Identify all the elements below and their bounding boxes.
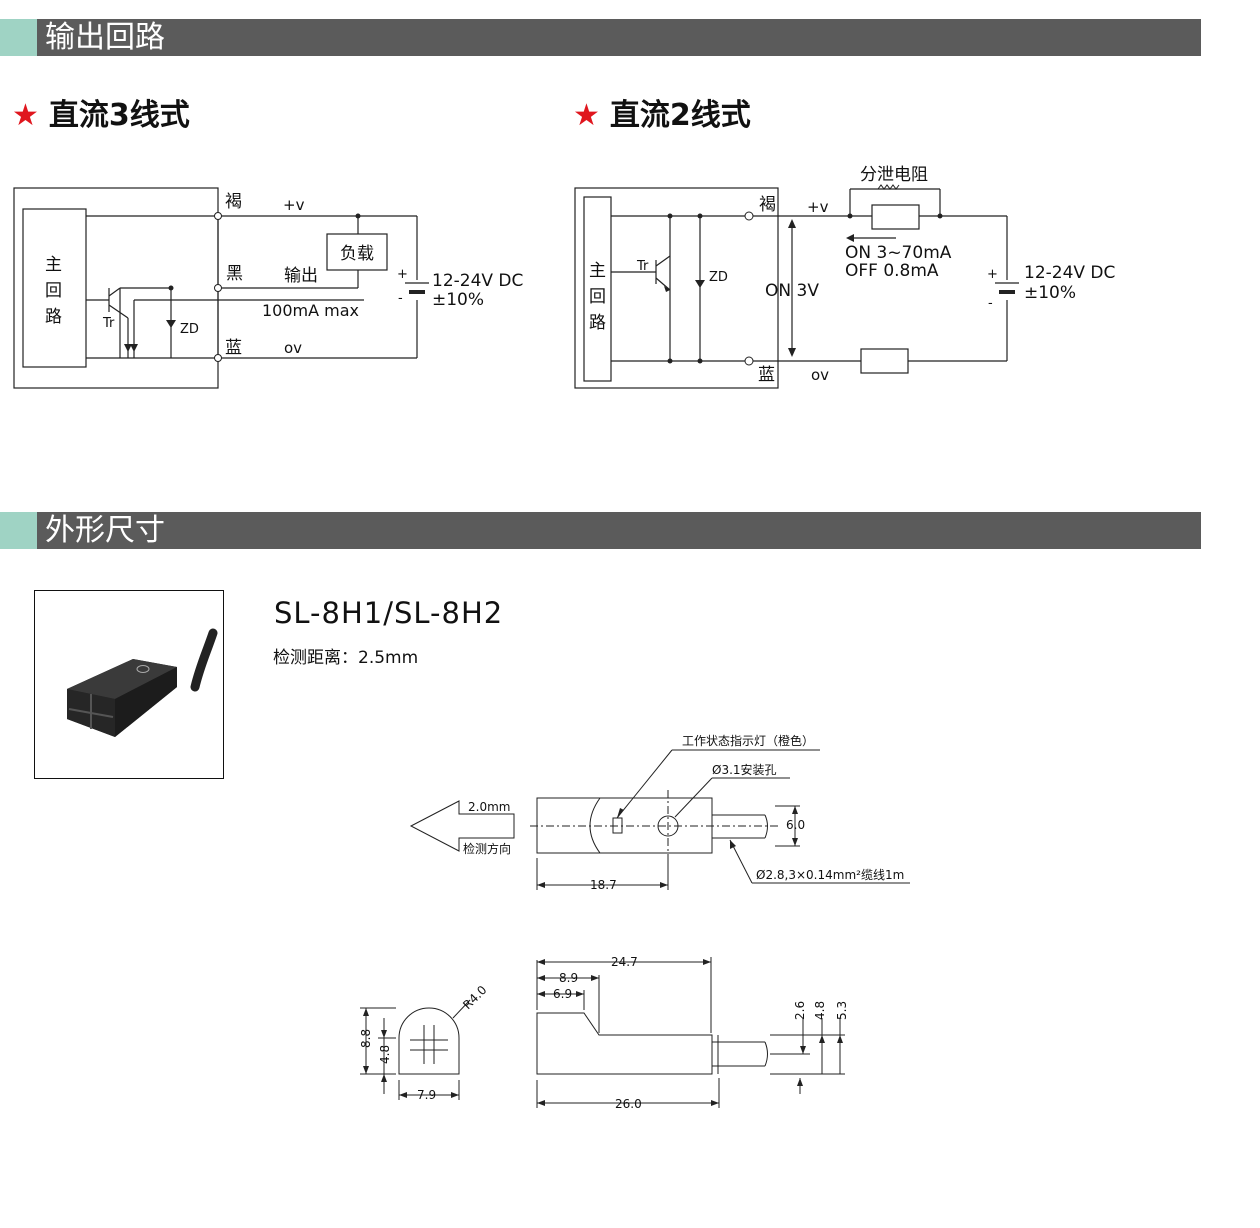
main-circuit-char: 主 bbox=[45, 255, 62, 275]
three-wire-nodes bbox=[124, 212, 361, 362]
subtitle-two-wire: ★ 直流2线式 bbox=[573, 90, 751, 134]
tolerance-label: ±10% bbox=[1024, 283, 1076, 303]
hole-label: Ø3.1安装孔 bbox=[712, 762, 777, 777]
dim-label: 2.6 bbox=[793, 1001, 807, 1020]
section-header-dimensions: 外形尺寸 bbox=[0, 512, 1201, 549]
main-circuit-char: 主 bbox=[589, 261, 606, 281]
tr-label: Tr bbox=[636, 259, 649, 274]
main-circuit-char: 路 bbox=[45, 307, 62, 327]
dim-label: 6.9 bbox=[553, 987, 572, 1001]
side-view-drawing bbox=[536, 957, 845, 1108]
off-current-label: OFF 0.8mA bbox=[845, 261, 939, 281]
dim-label: 5.3 bbox=[835, 1001, 849, 1020]
arrow-value-label: 2.0mm bbox=[468, 800, 510, 814]
wire-brown-label: 褐 bbox=[225, 192, 242, 212]
minus-label: - bbox=[398, 291, 403, 306]
wire-blue-label: 蓝 bbox=[758, 365, 775, 385]
arrow-label: 检测方向 bbox=[463, 841, 511, 856]
dim-label: 7.9 bbox=[417, 1088, 436, 1102]
two-wire-circuit bbox=[574, 184, 1019, 389]
dim-label: 4.8 bbox=[813, 1001, 827, 1020]
supply-label: 12-24V DC bbox=[432, 271, 523, 291]
two-wire-nodes bbox=[664, 211, 943, 366]
ov-label: ov bbox=[284, 339, 302, 357]
dim-label: R4.0 bbox=[460, 983, 489, 1012]
dim-label: 8.8 bbox=[359, 1029, 373, 1048]
top-view-drawing bbox=[409, 749, 910, 890]
shunt-resistor-label: 分泄电阻 bbox=[860, 165, 928, 185]
on-current-label: ON 3~70mA bbox=[845, 243, 952, 263]
main-circuit-char: 回 bbox=[45, 281, 62, 301]
supply-label: 12-24V DC bbox=[1024, 263, 1115, 283]
cable-label: Ø2.8,3×0.14mm²缆线1m bbox=[756, 868, 904, 882]
zd-label: ZD bbox=[709, 270, 728, 285]
plus-label: + bbox=[397, 267, 408, 282]
dim-label: 4.8 bbox=[378, 1045, 392, 1064]
dim-label: 8.9 bbox=[559, 971, 578, 985]
product-photo bbox=[34, 590, 224, 779]
wire-brown-label: 褐 bbox=[759, 195, 776, 215]
section-title: 外形尺寸 bbox=[45, 513, 165, 548]
dim-label: 24.7 bbox=[611, 955, 638, 969]
subtitle-three-wire: ★ 直流3线式 bbox=[12, 90, 190, 134]
zd-label: ZD bbox=[180, 322, 199, 337]
model-name: SL-8H1/SL-8H2 bbox=[274, 596, 504, 630]
end-view-drawing bbox=[360, 999, 471, 1100]
plus-v-label: +v bbox=[807, 198, 829, 216]
sensor-image bbox=[67, 628, 218, 737]
star-icon: ★ bbox=[12, 98, 39, 133]
subtitle-text: 直流3线式 bbox=[48, 98, 190, 133]
detect-distance: 检测距离：2.5mm bbox=[273, 648, 419, 668]
subtitle-text: 直流2线式 bbox=[609, 98, 751, 133]
tr-label: Tr bbox=[102, 316, 115, 331]
main-circuit-char: 回 bbox=[589, 287, 606, 307]
star-icon: ★ bbox=[573, 98, 600, 133]
header-accent bbox=[0, 512, 37, 549]
wire-black-label: 黑 bbox=[226, 264, 243, 284]
plus-label: + bbox=[987, 267, 998, 282]
main-circuit-char: 路 bbox=[589, 313, 606, 333]
section-title: 输出回路 bbox=[45, 20, 165, 55]
max-current-label: 100mA max bbox=[262, 301, 359, 320]
minus-label: - bbox=[988, 296, 993, 311]
dim-label: 6.0 bbox=[786, 818, 805, 832]
wire-blue-label: 蓝 bbox=[225, 338, 242, 358]
header-accent bbox=[0, 19, 37, 56]
dim-label: 26.0 bbox=[615, 1097, 642, 1111]
load-label: 负载 bbox=[340, 244, 374, 264]
ov-label: ov bbox=[811, 366, 829, 384]
output-label: 输出 bbox=[284, 266, 318, 286]
dim-label: 18.7 bbox=[590, 878, 617, 892]
tolerance-label: ±10% bbox=[432, 290, 484, 310]
plus-v-label: +v bbox=[283, 196, 305, 214]
section-header-output: 输出回路 bbox=[0, 19, 1201, 56]
on-voltage-label: ON 3V bbox=[765, 281, 819, 301]
three-wire-circuit bbox=[13, 187, 429, 389]
indicator-label: 工作状态指示灯（橙色） bbox=[682, 733, 814, 748]
